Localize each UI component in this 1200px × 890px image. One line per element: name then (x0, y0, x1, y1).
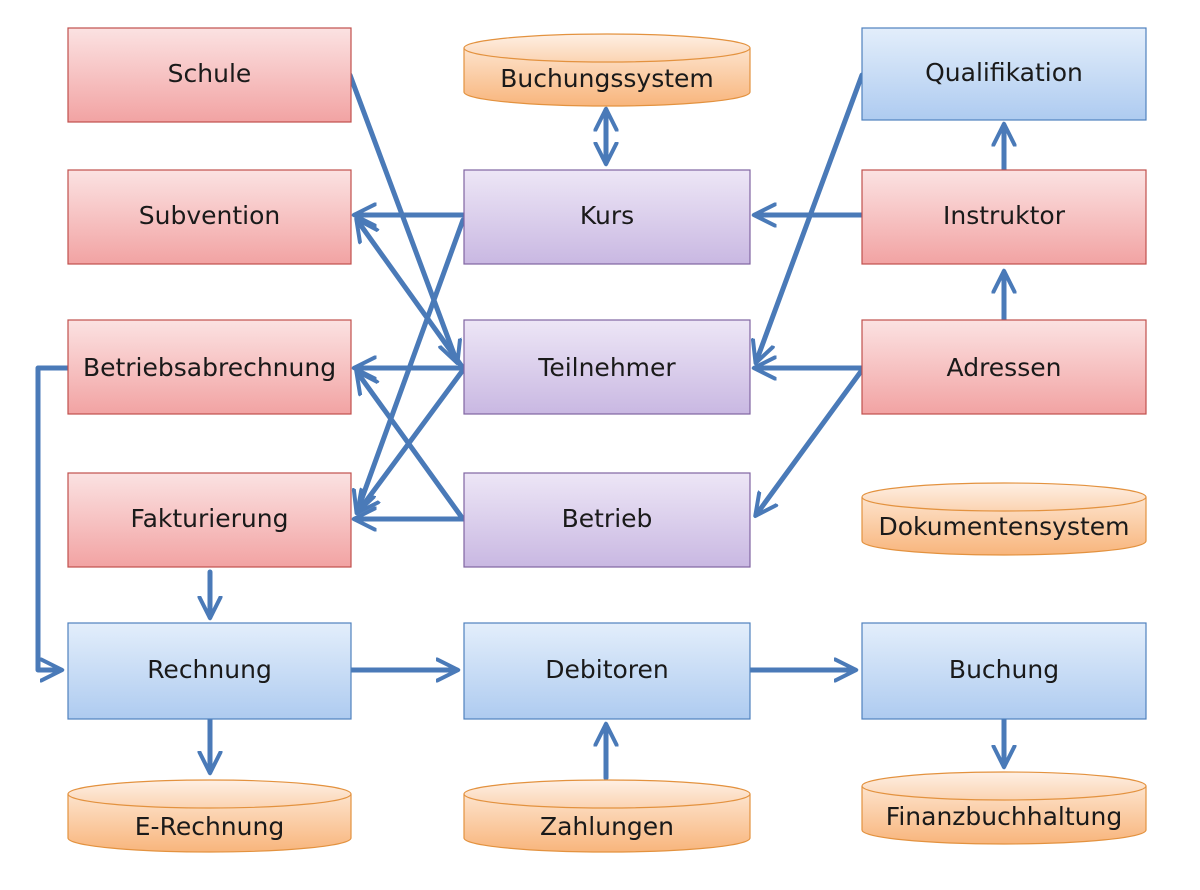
database-dokumentensystem[interactable]: Dokumentensystem (861, 482, 1147, 556)
node-qualifikation-label: Qualifikation (925, 58, 1083, 87)
node-subvention[interactable]: Subvention (67, 169, 352, 265)
node-rechnung-label: Rechnung (147, 655, 272, 684)
node-betrieb[interactable]: Betrieb (463, 472, 751, 568)
node-kurs[interactable]: Kurs (463, 169, 751, 265)
arrow-qualifikation-teilnehmer (756, 72, 865, 362)
node-schule[interactable]: Schule (67, 27, 352, 123)
node-kurs-label: Kurs (580, 201, 634, 230)
node-debitoren-label: Debitoren (545, 655, 669, 684)
node-schule-label: Schule (168, 59, 252, 88)
node-betrieb-label: Betrieb (562, 504, 653, 533)
node-adressen-label: Adressen (947, 353, 1062, 382)
arrow-teilnehmer-fakturierung (358, 367, 466, 512)
database-buchungssystem[interactable]: Buchungssystem (463, 33, 751, 107)
arrow-schule-teilnehmer (347, 72, 457, 362)
node-rechnung[interactable]: Rechnung (67, 622, 352, 720)
arrow-adressen-betrieb (756, 367, 865, 515)
arrow-betrieb-betriebsabrechnung (357, 372, 466, 522)
node-instruktor-label: Instruktor (943, 201, 1066, 230)
node-debitoren[interactable]: Debitoren (463, 622, 751, 720)
node-adressen[interactable]: Adressen (861, 319, 1147, 415)
node-fakturierung-label: Fakturierung (131, 504, 289, 533)
node-instruktor[interactable]: Instruktor (861, 169, 1147, 265)
node-qualifikation[interactable]: Qualifikation (861, 27, 1147, 121)
database-finanzbuchhaltung[interactable]: Finanzbuchhaltung (861, 771, 1147, 845)
node-subvention-label: Subvention (139, 201, 281, 230)
node-buchung-label: Buchung (949, 655, 1059, 684)
connector-layer (35, 72, 1004, 781)
database-zahlungen[interactable]: Zahlungen (463, 779, 751, 853)
database-e-rechnung[interactable]: E-Rechnung (67, 779, 352, 853)
node-betriebsabrechnung-label: Betriebsabrechnung (83, 353, 336, 382)
database-dokumentensystem-label: Dokumentensystem (878, 512, 1129, 541)
database-finanzbuchhaltung-label: Finanzbuchhaltung (886, 802, 1122, 831)
node-betriebsabrechnung[interactable]: Betriebsabrechnung (67, 319, 352, 415)
node-buchung[interactable]: Buchung (861, 622, 1147, 720)
node-fakturierung[interactable]: Fakturierung (67, 472, 352, 568)
database-zahlungen-label: Zahlungen (540, 812, 674, 841)
node-teilnehmer-label: Teilnehmer (537, 353, 676, 382)
node-teilnehmer[interactable]: Teilnehmer (463, 319, 751, 415)
database-buchungssystem-label: Buchungssystem (500, 64, 714, 93)
database-e-rechnung-label: E-Rechnung (135, 812, 284, 841)
arrow-betriebsabrechnung-rechnung (35, 365, 71, 670)
arrow-teilnehmer-subvention (357, 220, 466, 371)
